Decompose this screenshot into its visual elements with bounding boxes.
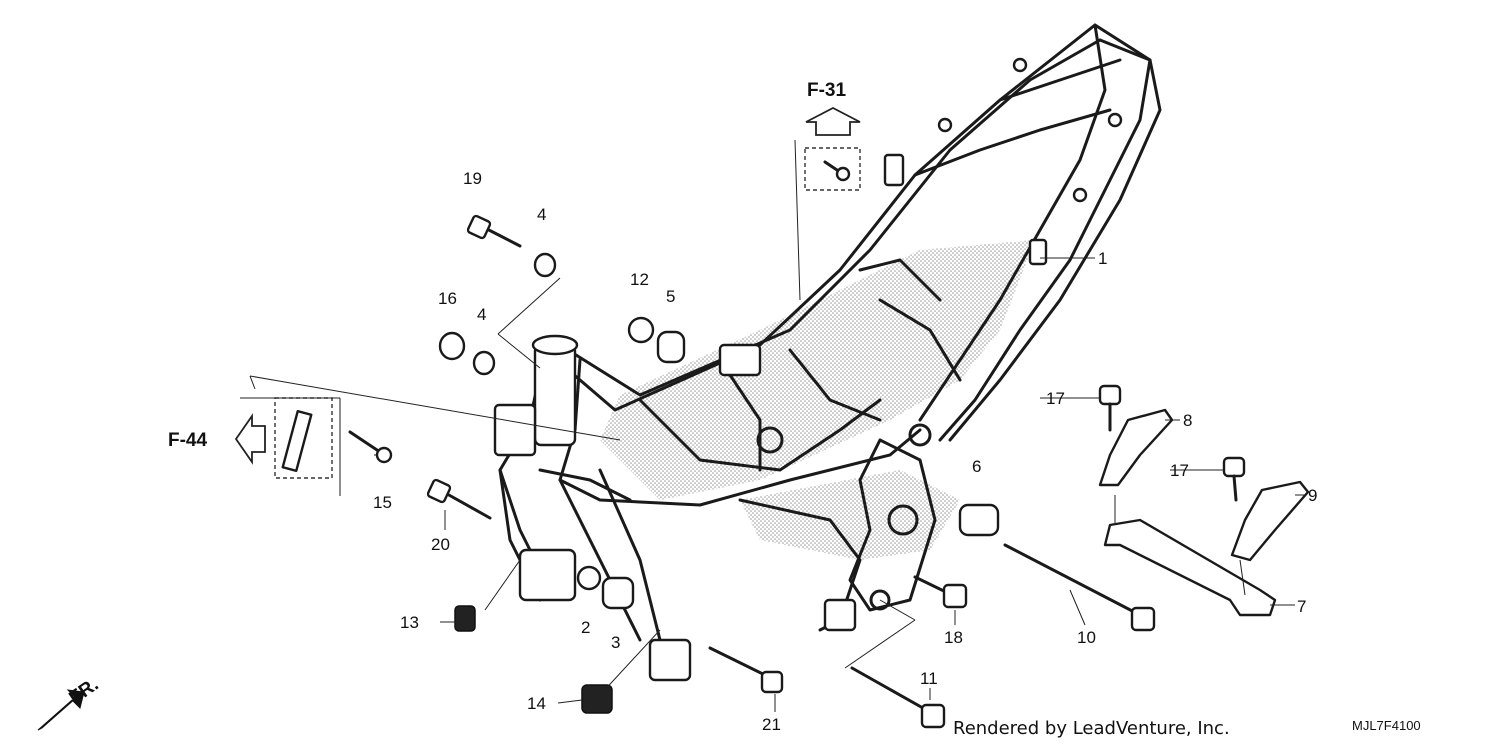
callout-17-upper: 17 [1046, 389, 1065, 408]
callout-18: 18 [944, 628, 963, 647]
bolt-11 [850, 666, 946, 729]
collar-5 [656, 330, 686, 364]
bolt-10 [1003, 543, 1156, 632]
callout-10: 10 [1077, 628, 1096, 647]
callout-13: 13 [400, 613, 419, 632]
callout-9: 9 [1308, 486, 1317, 505]
callout-11: 11 [920, 669, 938, 688]
bracket-7 [1103, 518, 1277, 617]
clamp-13 [454, 605, 476, 632]
screw-15 [348, 430, 393, 464]
callout-5: 5 [666, 287, 675, 306]
collar-4-upper [533, 252, 557, 278]
frame-body [493, 23, 1162, 682]
front-direction-label: FR. [65, 674, 102, 709]
callout-15: 15 [373, 493, 392, 512]
callout-7: 7 [1297, 597, 1306, 616]
callout-21: 21 [762, 715, 781, 734]
callout-16: 16 [438, 289, 457, 308]
callout-3: 3 [611, 633, 620, 652]
bolt-17-upper [1098, 384, 1122, 432]
callout-4-lower: 4 [477, 305, 486, 324]
callout-12: 12 [630, 270, 649, 289]
nut-12 [627, 316, 655, 344]
collar-4-lower [472, 350, 496, 376]
plate-8 [1098, 408, 1174, 487]
collar-6 [958, 503, 1000, 537]
reference-label-top: F-31 [807, 80, 847, 101]
leader-lines [240, 139, 1305, 712]
callout-6: 6 [972, 457, 981, 476]
callout-20: 20 [431, 535, 450, 554]
callout-17-lower: 17 [1170, 461, 1189, 480]
callout-1: 1 [1098, 249, 1107, 268]
bolt-20 [426, 478, 492, 520]
reference-arrow-left [234, 413, 266, 465]
nut-16 [438, 331, 466, 361]
bolt-17-lower [1222, 456, 1246, 502]
callout-19: 19 [463, 169, 482, 188]
collar-2 [576, 565, 602, 591]
callout-2: 2 [581, 618, 590, 637]
front-direction-arrow [37, 689, 85, 731]
diagram-code: MJL7F4100 [1352, 718, 1421, 733]
callout-4-upper: 4 [537, 205, 546, 224]
collar-3 [601, 576, 635, 610]
reference-label-left: F-44 [168, 430, 208, 451]
reference-box-top [804, 147, 861, 191]
reference-arrow-top [805, 106, 861, 136]
bolt-19 [466, 214, 522, 248]
clamp-14 [581, 684, 613, 714]
screw-f31 [823, 160, 851, 182]
credit-text: Rendered by LeadVenture, Inc. [953, 718, 1230, 739]
callout-14: 14 [527, 694, 546, 713]
callout-8: 8 [1183, 411, 1192, 430]
bolt-21 [708, 646, 784, 694]
plate-9 [1230, 480, 1310, 562]
bolt-18 [913, 575, 968, 609]
